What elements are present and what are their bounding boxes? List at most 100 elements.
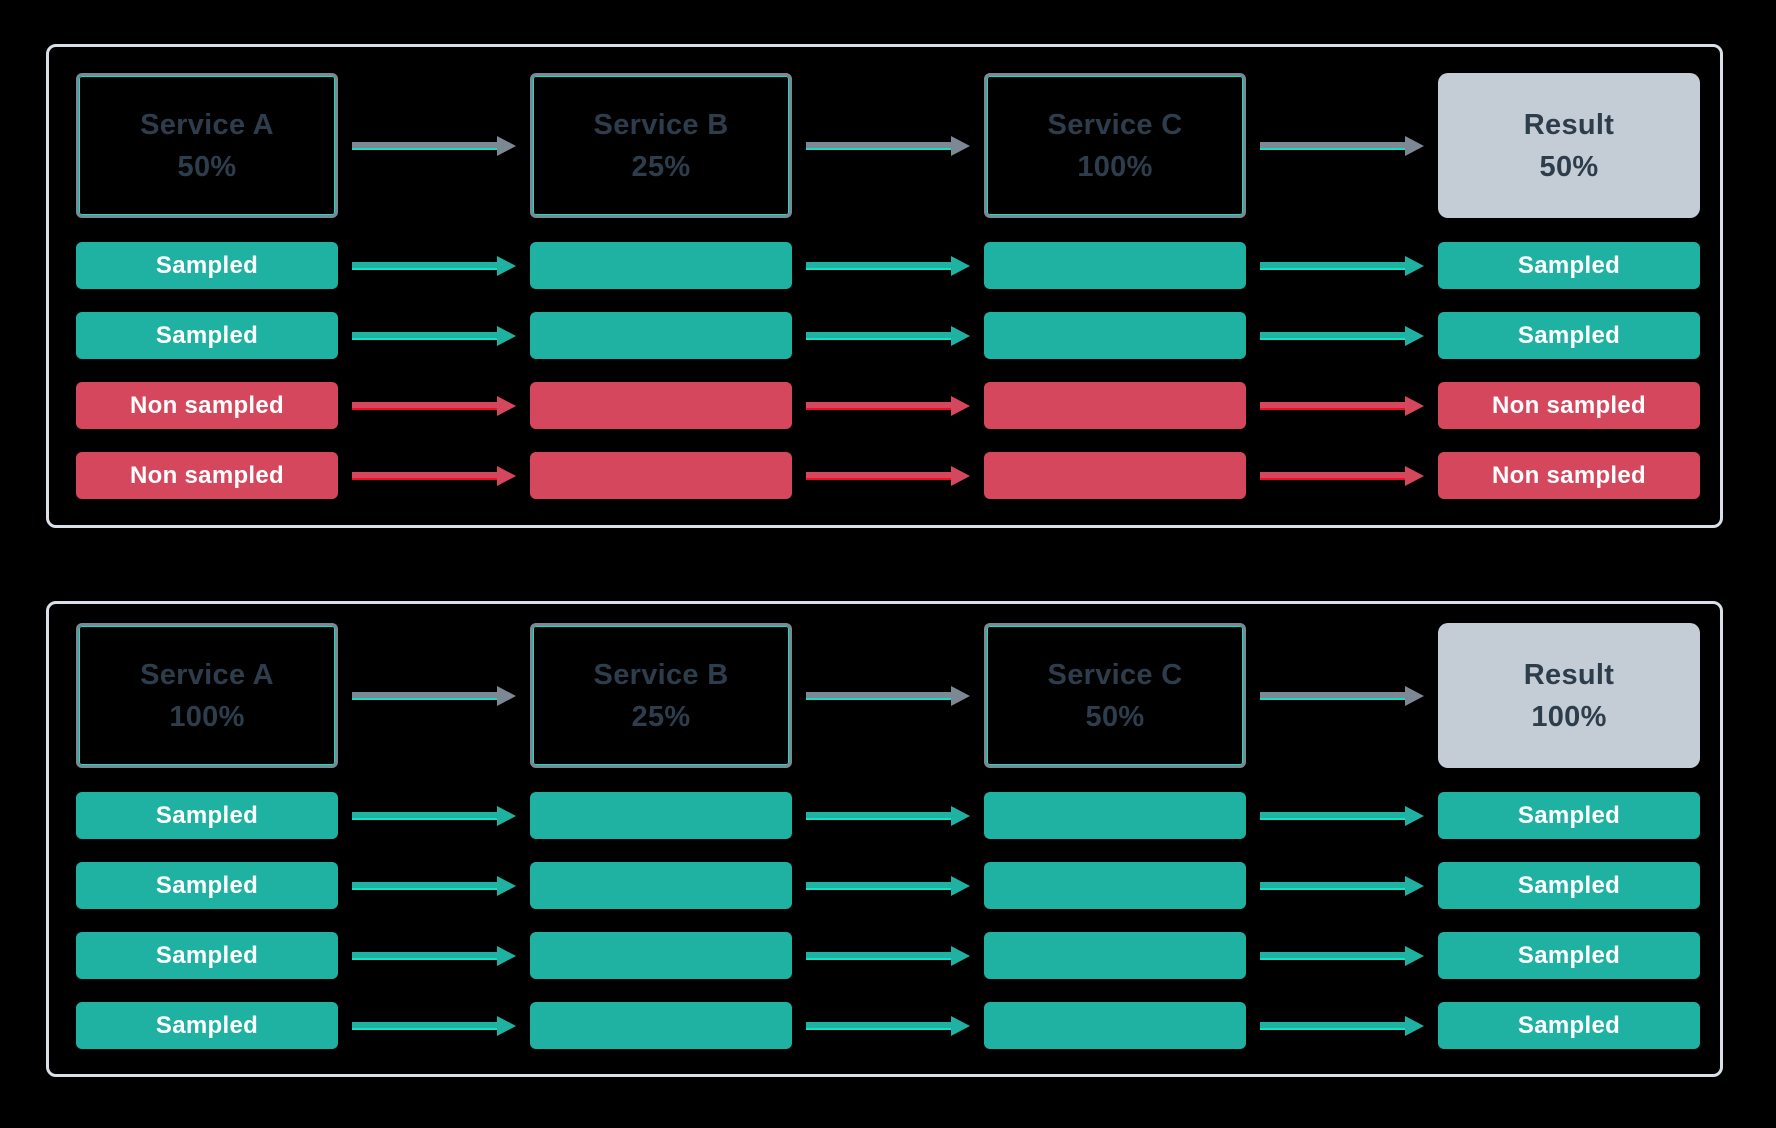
row-label: Sampled [1517, 941, 1621, 969]
arrow-head-icon [1405, 255, 1424, 276]
arrow-head-icon [497, 875, 516, 896]
trace-bar [530, 932, 792, 979]
flow-arrow [338, 325, 530, 346]
flow-arrow-zone [1246, 382, 1438, 429]
flow-arrow-zone [338, 1002, 530, 1049]
flow-arrow [792, 325, 984, 346]
arrow-shaft [806, 811, 951, 820]
arrow-shaft [1260, 331, 1405, 340]
row-label: Sampled [155, 801, 259, 829]
services-header-row: Service A 100% Service B 25% Service C 5… [76, 623, 1700, 768]
flow-arrow-zone [1246, 242, 1438, 289]
arrow-shaft [1260, 141, 1405, 150]
flow-arrow [1246, 325, 1438, 346]
flow-arrow-zone [792, 862, 984, 909]
row-label: Non sampled [1492, 461, 1646, 489]
flow-arrow-zone [792, 623, 984, 768]
arrow-shaft [1260, 881, 1405, 890]
arrow-head-icon [497, 325, 516, 346]
scenario-panel-1: Service A 50% Service B 25% Service C 10… [46, 44, 1723, 528]
flow-arrow [1246, 255, 1438, 276]
trace-bar [530, 242, 792, 289]
arrow-head-icon [1405, 1015, 1424, 1036]
flow-arrow [792, 135, 984, 156]
trace-row: Sampled Sampled [76, 862, 1700, 909]
flow-arrow [1246, 805, 1438, 826]
arrow-shaft [806, 261, 951, 270]
arrow-head-icon [951, 395, 970, 416]
arrow-shaft [1260, 1021, 1405, 1030]
arrow-head-icon [951, 465, 970, 486]
trace-bar [984, 792, 1246, 839]
row-end-label-box: Sampled [1438, 1002, 1700, 1049]
row-start-label-box: Sampled [76, 312, 338, 359]
row-label: Sampled [1517, 321, 1621, 349]
flow-arrow-zone [1246, 792, 1438, 839]
service-percent: 25% [631, 700, 691, 733]
trace-bar [984, 452, 1246, 499]
trace-row: Sampled Sampled [76, 312, 1700, 359]
flow-arrow-zone [792, 792, 984, 839]
row-label: Sampled [155, 251, 259, 279]
arrow-shaft [352, 261, 497, 270]
arrow-head-icon [1405, 945, 1424, 966]
row-end-label-box: Non sampled [1438, 382, 1700, 429]
flow-arrow-zone [1246, 73, 1438, 218]
trace-bar [984, 932, 1246, 979]
flow-arrow [792, 945, 984, 966]
services-header-row: Service A 50% Service B 25% Service C 10… [76, 73, 1700, 218]
arrow-head-icon [951, 875, 970, 896]
arrow-shaft [352, 811, 497, 820]
service-b-box: Service B 25% [530, 73, 792, 218]
row-label: Sampled [155, 1011, 259, 1039]
row-label: Sampled [155, 941, 259, 969]
flow-arrow-zone [792, 312, 984, 359]
flow-arrow-zone [792, 73, 984, 218]
arrow-shaft [806, 471, 951, 480]
arrow-head-icon [1405, 465, 1424, 486]
flow-arrow-zone [792, 242, 984, 289]
arrow-head-icon [497, 945, 516, 966]
trace-row: Non sampled Non sampled [76, 382, 1700, 429]
arrow-head-icon [497, 255, 516, 276]
arrow-head-icon [1405, 395, 1424, 416]
arrow-shaft [806, 881, 951, 890]
trace-row: Non sampled Non sampled [76, 452, 1700, 499]
service-title: Service C [1047, 108, 1183, 141]
flow-arrow-zone [792, 932, 984, 979]
result-title: Result [1523, 108, 1615, 141]
arrow-head-icon [951, 325, 970, 346]
row-end-label-box: Sampled [1438, 792, 1700, 839]
flow-arrow [338, 135, 530, 156]
service-a-box: Service A 100% [76, 623, 338, 768]
flow-arrow-zone [338, 382, 530, 429]
flow-arrow [1246, 685, 1438, 706]
arrow-shaft [1260, 811, 1405, 820]
arrow-head-icon [497, 395, 516, 416]
flow-arrow [338, 465, 530, 486]
arrow-head-icon [951, 685, 970, 706]
service-percent: 100% [1077, 150, 1153, 183]
arrow-shaft [352, 331, 497, 340]
arrow-head-icon [497, 465, 516, 486]
row-end-label-box: Non sampled [1438, 452, 1700, 499]
row-end-label-box: Sampled [1438, 242, 1700, 289]
row-label: Sampled [1517, 1011, 1621, 1039]
trace-bar [530, 382, 792, 429]
arrow-head-icon [951, 945, 970, 966]
row-end-label-box: Sampled [1438, 932, 1700, 979]
flow-arrow [1246, 875, 1438, 896]
trace-bar [984, 312, 1246, 359]
flow-arrow [792, 805, 984, 826]
row-label: Sampled [1517, 801, 1621, 829]
service-percent: 100% [169, 700, 245, 733]
service-c-box: Service C 50% [984, 623, 1246, 768]
trace-bar [984, 242, 1246, 289]
trace-bar [984, 382, 1246, 429]
arrow-shaft [806, 1021, 951, 1030]
trace-bar [530, 792, 792, 839]
flow-arrow [338, 805, 530, 826]
arrow-shaft [352, 141, 497, 150]
arrow-shaft [352, 691, 497, 700]
flow-arrow [338, 945, 530, 966]
